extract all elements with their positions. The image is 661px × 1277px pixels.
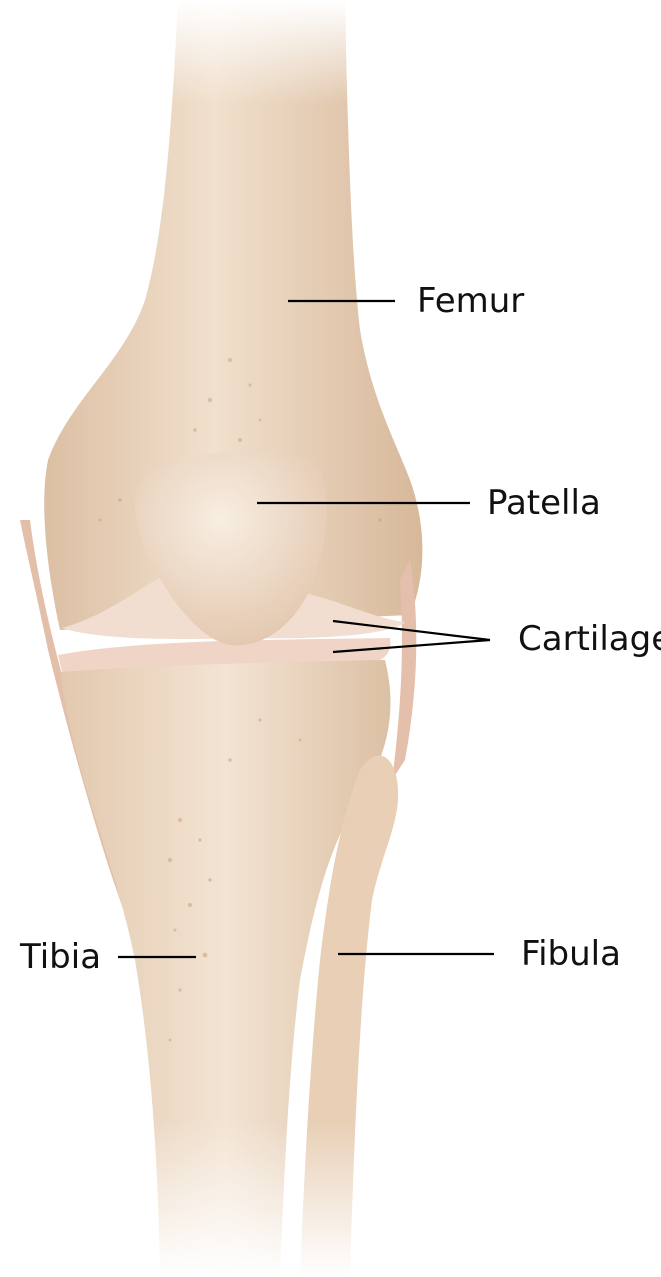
cartilage-label: Cartilage — [518, 622, 661, 656]
femur-label: Femur — [417, 284, 524, 318]
fibula-label: Fibula — [521, 937, 621, 971]
tibia-label: Tibia — [20, 940, 101, 974]
patella-label: Patella — [487, 486, 601, 520]
